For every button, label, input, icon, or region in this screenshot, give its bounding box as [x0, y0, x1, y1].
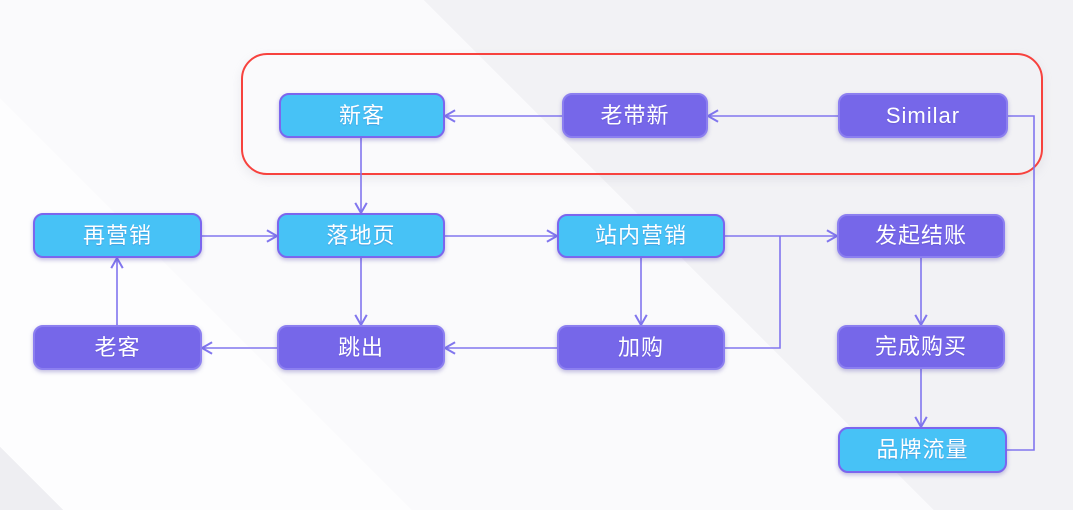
flow-node-label: 老客 — [94, 334, 141, 360]
flow-node-initiate-checkout: 发起结账 — [837, 214, 1005, 258]
flow-node-label: 跳出 — [337, 334, 384, 360]
flow-node-new-customer: 新客 — [279, 93, 445, 138]
flow-node-label: 加购 — [617, 334, 664, 360]
flow-node-brand-traffic: 品牌流量 — [838, 427, 1007, 473]
flow-node-add-to-cart: 加购 — [557, 325, 725, 370]
flow-node-label: 品牌流量 — [876, 437, 969, 462]
flow-node-onsite-marketing: 站内营销 — [557, 214, 725, 258]
flow-node-label: 站内营销 — [594, 223, 687, 248]
flow-node-referral: 老带新 — [562, 93, 708, 138]
flow-node-similar: Similar — [838, 93, 1008, 138]
flow-node-label: 发起结账 — [874, 223, 967, 248]
flow-node-label: 老带新 — [600, 102, 670, 128]
flow-node-bounce: 跳出 — [277, 325, 445, 370]
edge-add-to-cart-to-initiate-checkout — [725, 236, 781, 349]
flow-node-landing-page: 落地页 — [277, 213, 445, 258]
flow-node-label: 落地页 — [326, 222, 396, 248]
flow-node-label: 新客 — [338, 102, 385, 128]
highlight-frame — [241, 53, 1043, 175]
flow-node-remarketing: 再营销 — [33, 213, 202, 258]
flow-node-label: 完成购买 — [874, 334, 967, 359]
flow-node-complete-purchase: 完成购买 — [837, 325, 1005, 369]
flow-node-label: 再营销 — [82, 222, 152, 248]
flow-node-label: Similar — [885, 102, 961, 128]
flow-node-returning-customer: 老客 — [33, 325, 202, 370]
